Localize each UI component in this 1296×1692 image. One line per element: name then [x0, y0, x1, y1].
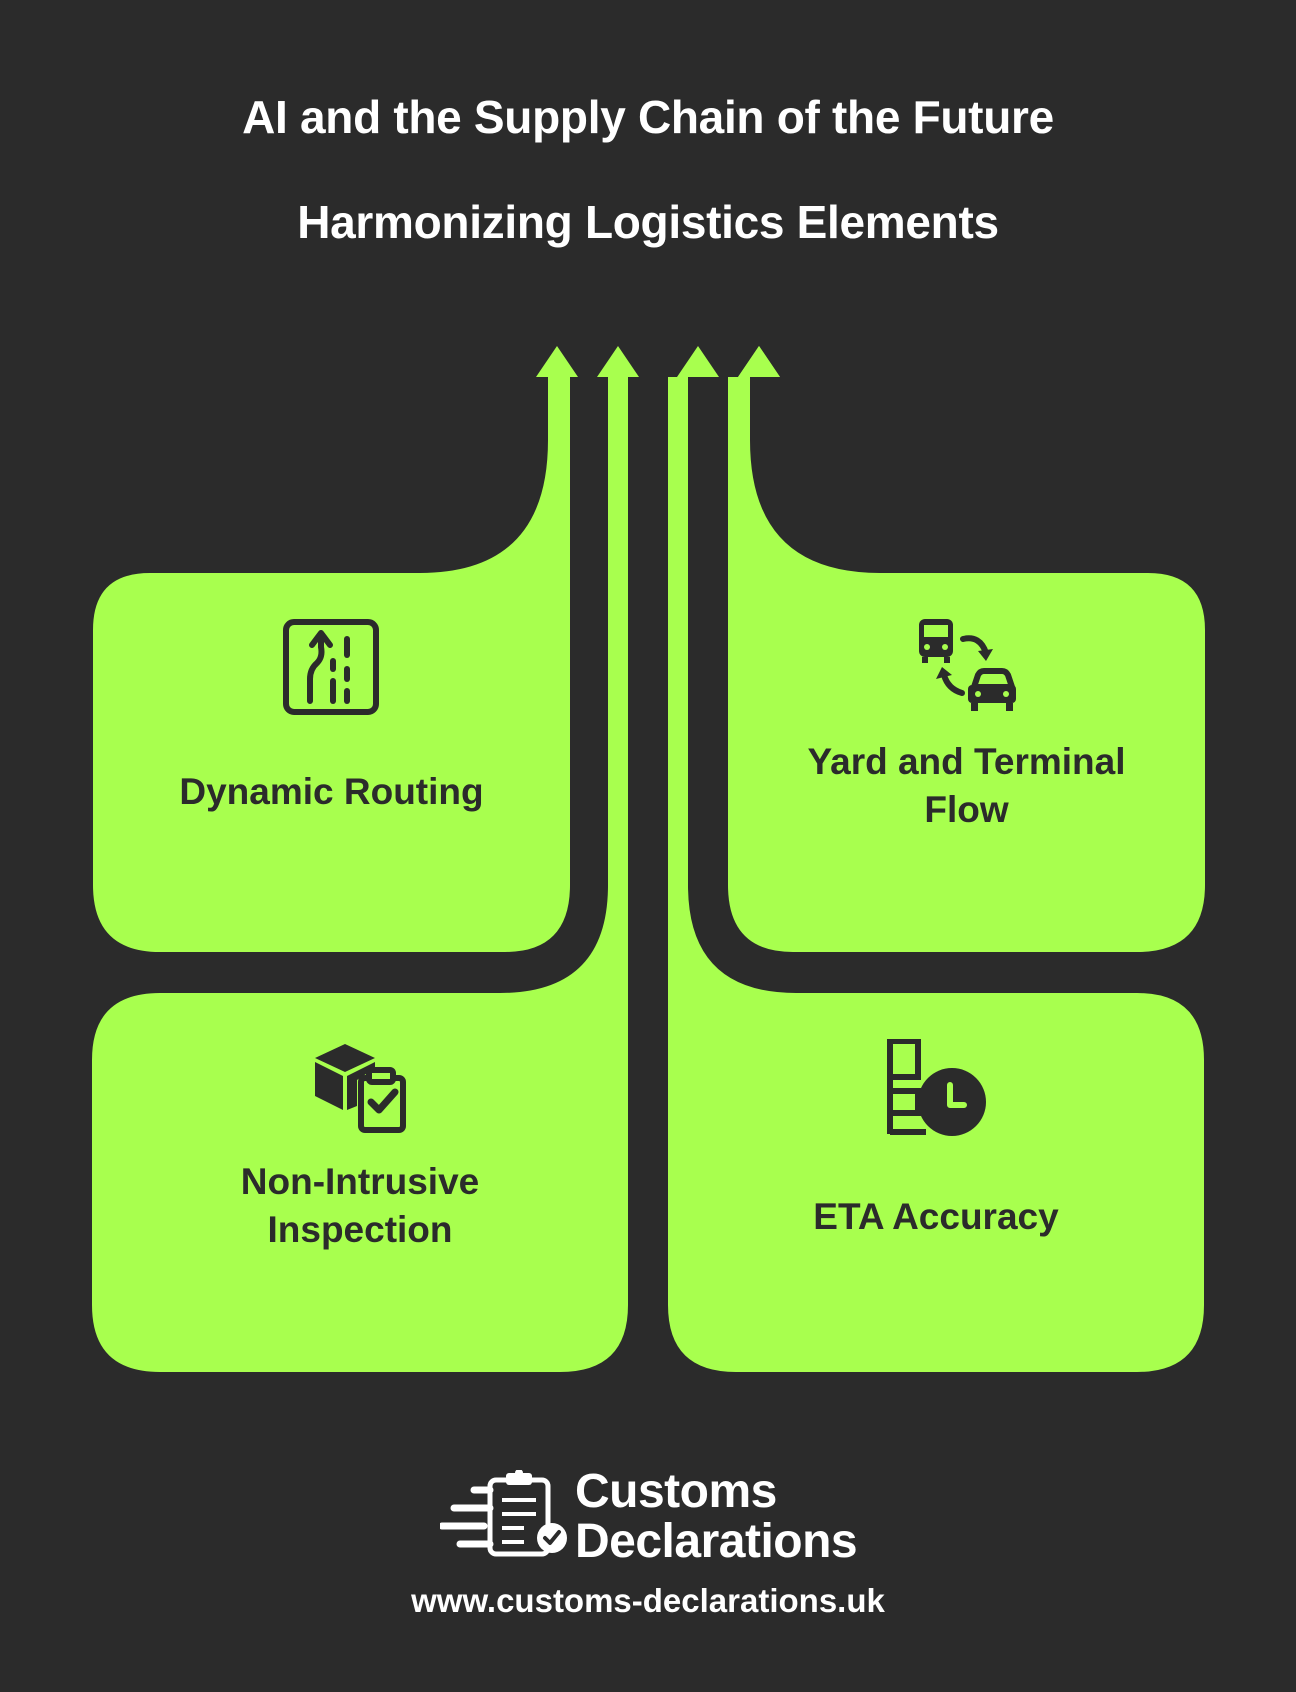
package-check-icon	[315, 1044, 406, 1133]
card-label-non-intrusive: Non-Intrusive Inspection	[240, 1161, 480, 1250]
brand-name-line2: Declarations	[575, 1515, 858, 1568]
page-subtitle: Harmonizing Logistics Elements	[297, 196, 999, 248]
page-title: AI and the Supply Chain of the Future	[242, 91, 1054, 143]
road-lanes-icon	[283, 619, 379, 715]
card-label-eta-accuracy: ETA Accuracy	[813, 1196, 1059, 1237]
card-non-intrusive-shape	[92, 346, 639, 1372]
brand-name-line1: Customs	[575, 1465, 777, 1518]
schedule-clock-icon	[887, 1039, 986, 1136]
website-url[interactable]: www.customs-declarations.uk	[411, 1582, 885, 1619]
card-label-yard-terminal: Yard and Terminal Flow	[807, 741, 1126, 830]
bus-car-transfer-icon	[919, 619, 1016, 711]
clipboard-check-icon	[440, 1470, 567, 1557]
card-label-dynamic-routing: Dynamic Routing	[179, 771, 484, 812]
card-dynamic-routing-shape	[93, 346, 578, 952]
